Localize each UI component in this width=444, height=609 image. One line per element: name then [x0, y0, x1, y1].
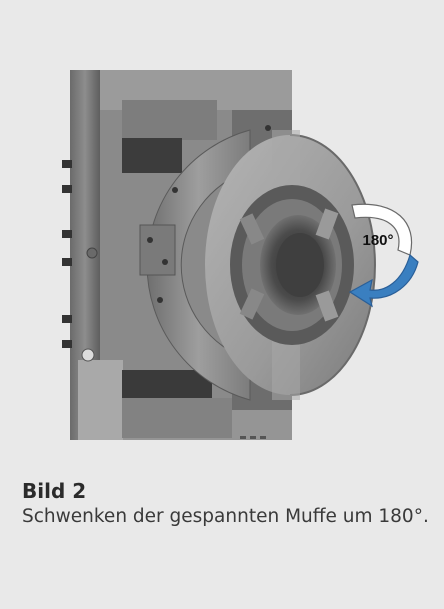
machine-illustration: 180°	[62, 70, 419, 440]
ring-bolts	[139, 187, 178, 303]
lower-clamp	[122, 340, 292, 438]
swivel-ring	[146, 129, 251, 401]
caption-text: Schwenken der gespannten Muffe um 180°.	[22, 506, 429, 527]
figure-caption: Bild 2 Schwenken der gespannten Muffe um…	[22, 478, 432, 530]
caption-title: Bild 2	[22, 479, 87, 503]
socket-bore	[230, 185, 354, 345]
rotation-label: 180°	[362, 232, 393, 249]
rotation-arrow-icon	[348, 203, 419, 308]
base-marks	[240, 436, 266, 439]
